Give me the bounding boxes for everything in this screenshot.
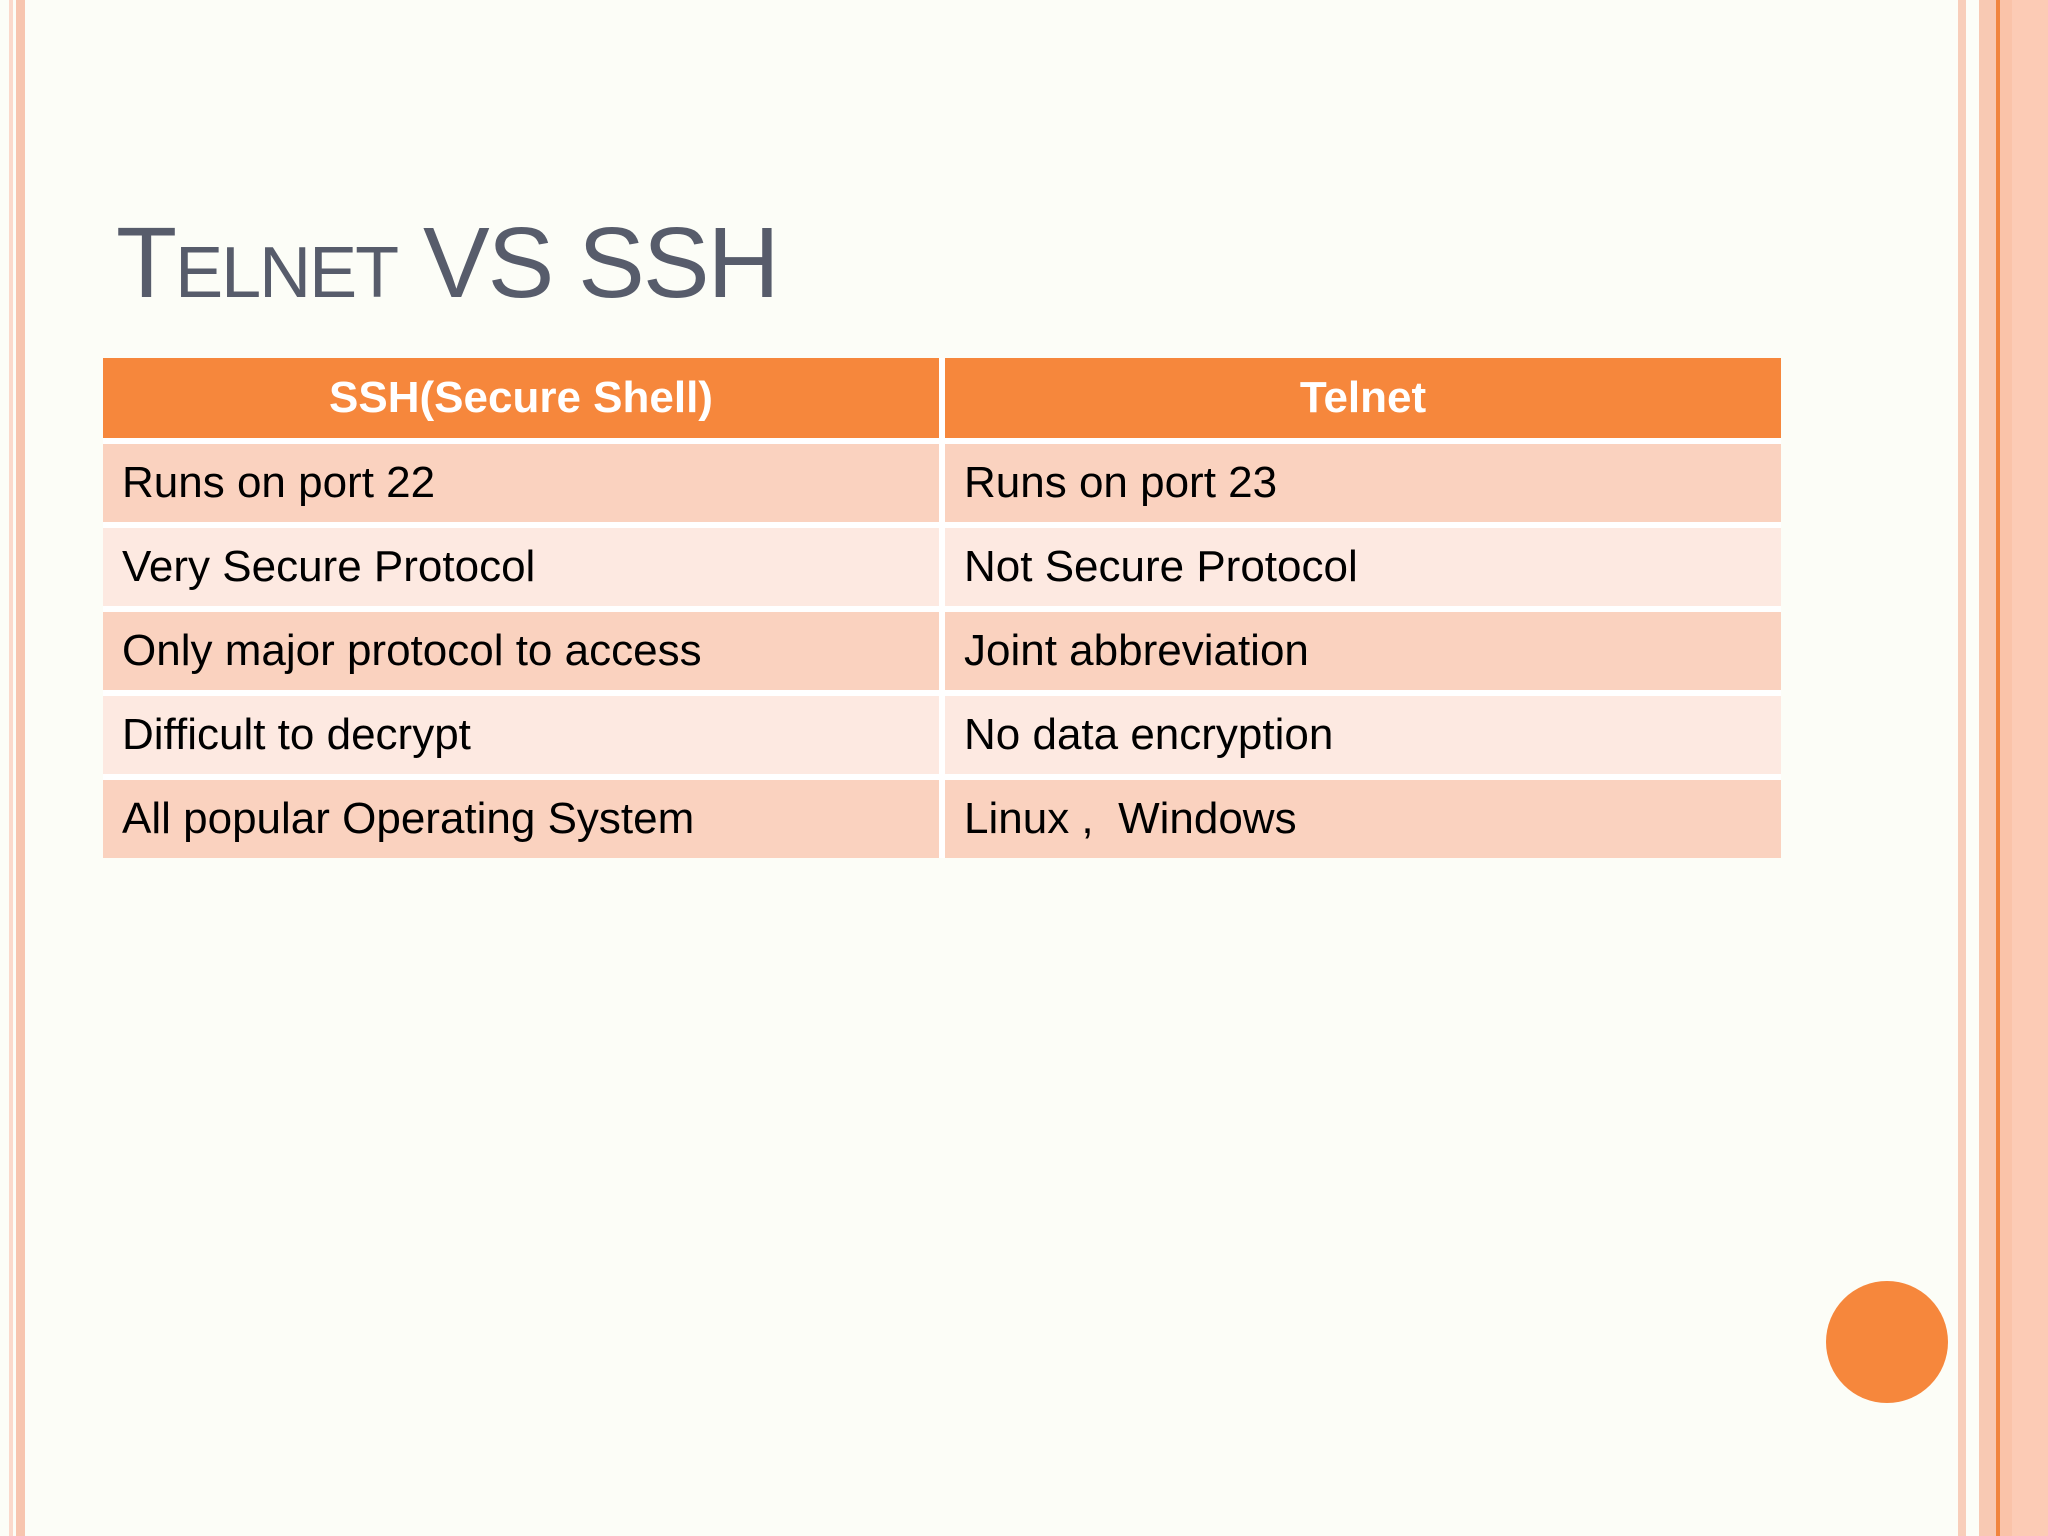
slide-title: TELNET VS SSH xyxy=(116,203,780,323)
table-cell-telnet-abbrev: Joint abbreviation xyxy=(945,612,1781,690)
comparison-table: SSH(Secure Shell) Telnet Runs on port 22… xyxy=(103,358,1781,858)
table-cell-ssh-protocol: Only major protocol to access xyxy=(103,612,939,690)
left-border-stripe-wide xyxy=(16,0,25,1536)
table-cell-telnet-os: Linux , Windows xyxy=(945,780,1781,858)
table-header-telnet: Telnet xyxy=(945,358,1781,438)
right-border-band xyxy=(1979,0,2048,1536)
table-cell-telnet-port: Runs on port 23 xyxy=(945,444,1781,522)
table-header-ssh: SSH(Secure Shell) xyxy=(103,358,939,438)
decorative-circle xyxy=(1826,1281,1948,1403)
table-cell-ssh-decrypt: Difficult to decrypt xyxy=(103,696,939,774)
left-border-stripe-thin xyxy=(9,0,13,1536)
title-rest: VS SSH xyxy=(397,207,780,319)
table-cell-telnet-encrypt: No data encryption xyxy=(945,696,1781,774)
title-lead-cap: T xyxy=(116,207,177,319)
title-small-caps: ELNET xyxy=(175,233,399,313)
table-cell-ssh-os: All popular Operating System xyxy=(103,780,939,858)
table-cell-telnet-secure: Not Secure Protocol xyxy=(945,528,1781,606)
table-cell-ssh-port: Runs on port 22 xyxy=(103,444,939,522)
table-cell-ssh-secure: Very Secure Protocol xyxy=(103,528,939,606)
right-border-stripe-thin xyxy=(1958,0,1966,1536)
